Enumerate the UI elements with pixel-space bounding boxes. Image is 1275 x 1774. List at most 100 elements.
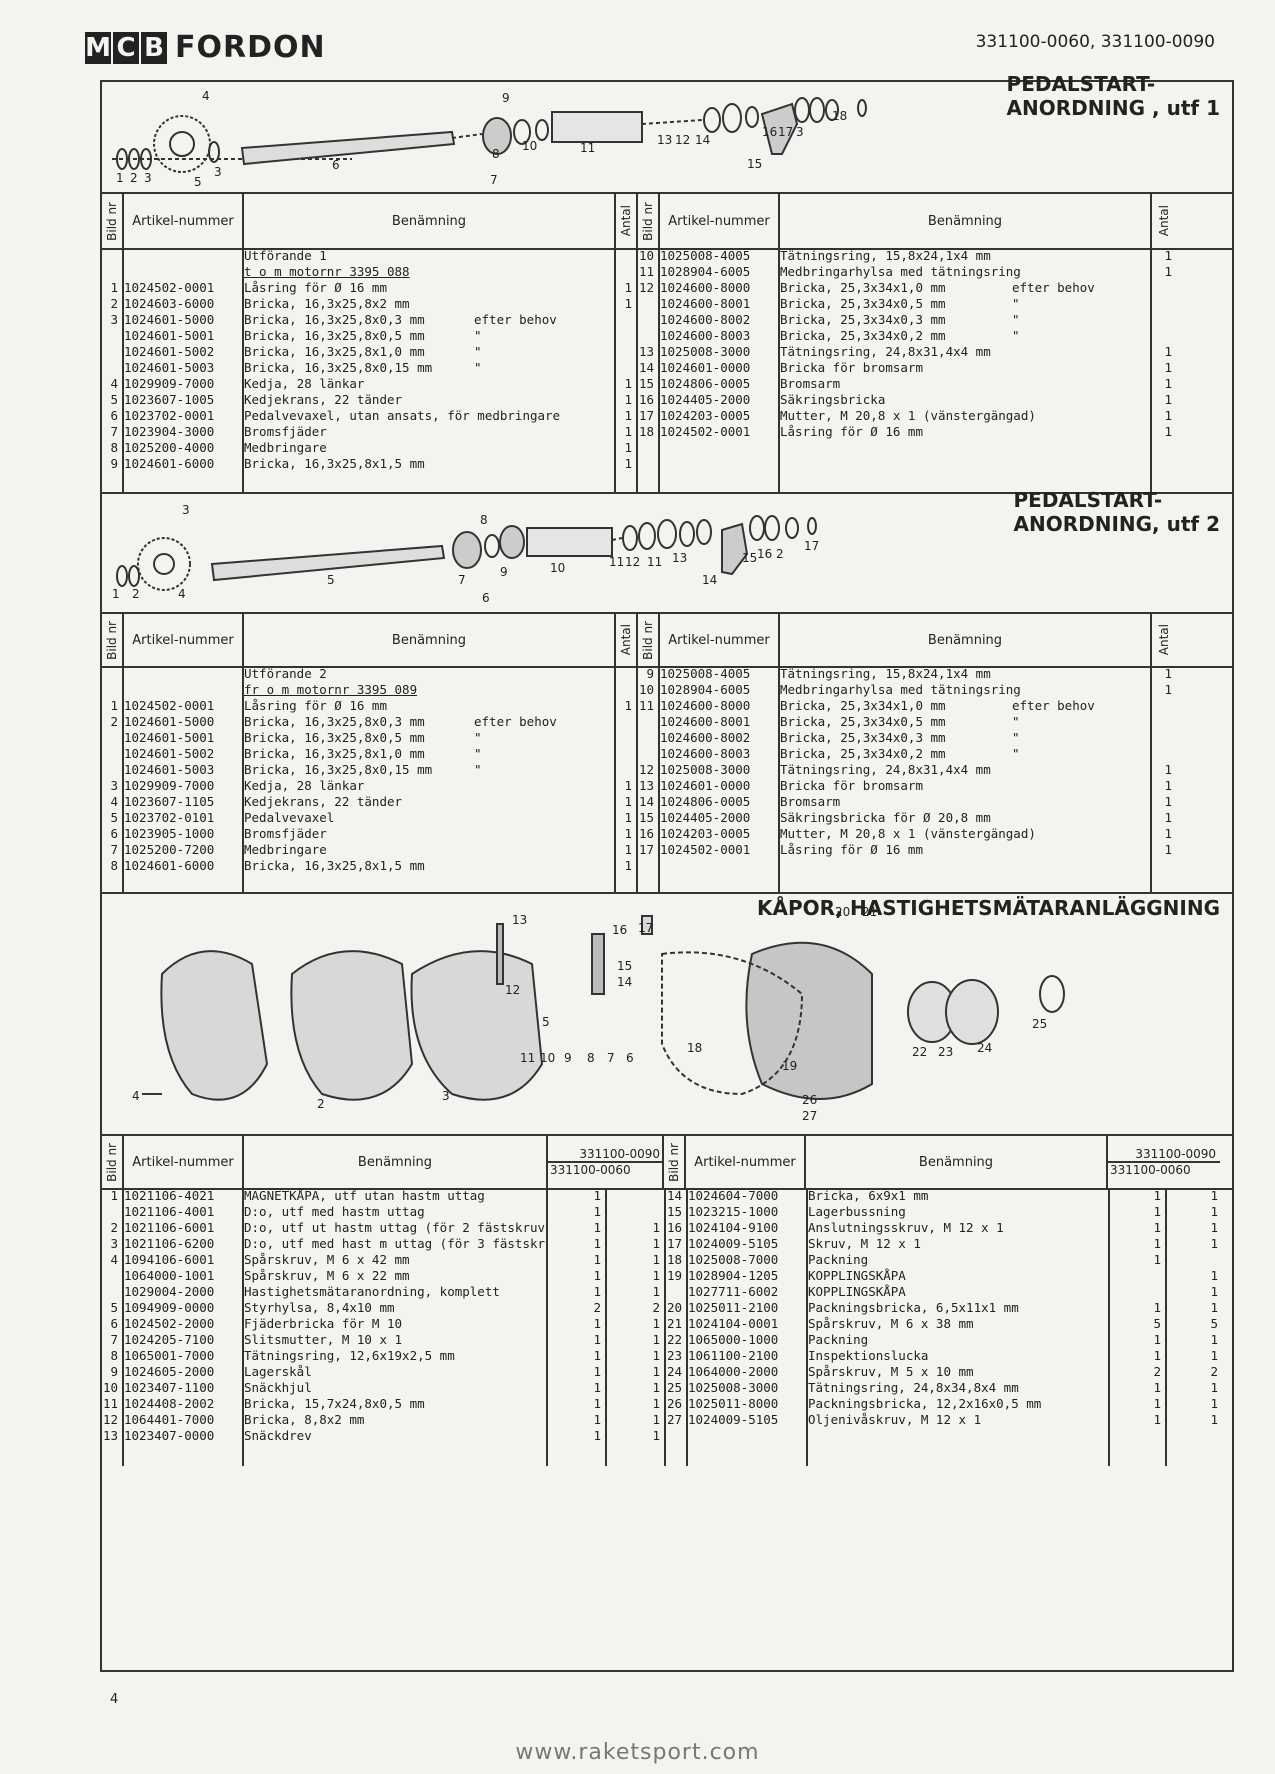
part-name: Pedalvevaxel [244, 810, 335, 825]
quantity-0090: 1 [593, 1348, 601, 1363]
quantity [616, 746, 636, 762]
quantity: 1 [1164, 392, 1172, 407]
article-number: 1024600-8000 [660, 698, 751, 713]
part-name: Slitsmutter, M 10 x 1 [244, 1332, 403, 1347]
item-number: 4 [110, 1252, 118, 1267]
svg-text:6: 6 [332, 158, 340, 172]
quantity-0090: 1 [1153, 1396, 1161, 1411]
svg-text:22: 22 [912, 1045, 927, 1059]
part-name: Bricka, 16,3x25,8x0,5 mm" [244, 328, 482, 343]
article-number: 1024601-0000 [660, 360, 751, 375]
quantity [1152, 714, 1176, 730]
quantity-0090: 1 [1153, 1332, 1161, 1347]
part-name: Styrhylsa, 8,4x10 mm [244, 1300, 395, 1315]
part-name: Bricka för bromsarm [780, 360, 923, 375]
part-name: Medbringarhylsa med tätningsring [780, 682, 1021, 697]
quantity-0090: 1 [1153, 1204, 1161, 1219]
part-name: Bromsarm [780, 794, 841, 809]
svg-text:5: 5 [194, 175, 202, 189]
spacer [102, 682, 122, 698]
part-name: Bricka, 16,3x25,8x0,15 mm" [244, 360, 482, 375]
quantity-0090: 2 [1153, 1364, 1161, 1379]
quantity-0060: 2 [652, 1300, 660, 1315]
item-number: 3 [110, 1236, 118, 1251]
article-number: 1024600-8001 [660, 714, 751, 729]
svg-text:11: 11 [520, 1051, 535, 1065]
item-number: 10 [638, 248, 654, 263]
svg-text:19: 19 [782, 1059, 797, 1073]
part-name: Bricka, 25,3x34x0,3 mm" [780, 730, 1020, 745]
part-name: Bricka, 16,3x25,8x1,0 mm" [244, 746, 482, 761]
svg-text:13: 13 [672, 551, 687, 565]
svg-text:16: 16 [757, 547, 772, 561]
quantity: 1 [624, 456, 632, 471]
item-number: 26 [666, 1396, 682, 1411]
article-number: 1029909-7000 [124, 376, 215, 391]
article-number: 1023702-0101 [124, 810, 215, 825]
item-number: 24 [666, 1364, 682, 1379]
article-number: 1025008-3000 [688, 1380, 779, 1395]
part-name: Bromsfjäder [244, 826, 327, 841]
article-number: 1024405-2000 [660, 810, 751, 825]
section-title-covers: KÅPOR, HASTIGHETSMÄTARANLÄGGNING [757, 896, 1220, 920]
article-number: 1064000-2000 [688, 1364, 779, 1379]
part-name: Tätningsring, 15,8x24,1x4 mm [780, 248, 991, 263]
quantity [1152, 280, 1176, 296]
quantity-0060: 1 [1210, 1396, 1218, 1411]
part-name: Låsring för Ø 16 mm [244, 280, 387, 295]
item-number: 14 [638, 360, 654, 375]
part-name: Inspektionslucka [808, 1348, 929, 1363]
item-number: 19 [666, 1268, 682, 1283]
quantity-0090: 1 [1153, 1380, 1161, 1395]
item-number: 25 [666, 1380, 682, 1395]
part-name: Medbringare [244, 440, 327, 455]
item-number: 9 [110, 456, 118, 471]
quantity [1152, 296, 1176, 312]
svg-text:7: 7 [490, 173, 498, 187]
svg-text:10: 10 [550, 561, 565, 575]
article-number: 1094106-6001 [124, 1252, 215, 1267]
svg-text:6: 6 [626, 1051, 634, 1065]
quantity-0090: 1 [593, 1268, 601, 1283]
svg-text:16: 16 [612, 923, 627, 937]
svg-text:8: 8 [587, 1051, 595, 1065]
item-number: 1 [110, 698, 118, 713]
article-number: 1065000-1000 [688, 1332, 779, 1347]
svg-text:25: 25 [1032, 1017, 1047, 1031]
item-number: 17 [666, 1236, 682, 1251]
article-number: 1025011-2100 [688, 1300, 779, 1315]
part-name: MAGNETKÅPA, utf utan hastm uttag [244, 1188, 485, 1203]
item-number: 4 [110, 376, 118, 391]
quantity: 1 [1164, 810, 1172, 825]
item-number: 12 [638, 280, 654, 295]
article-number: 1024600-8003 [660, 746, 751, 761]
svg-text:11: 11 [580, 141, 595, 155]
part-name: Snäckdrev [244, 1428, 312, 1443]
note: " [1012, 312, 1020, 327]
note: " [474, 344, 482, 359]
quantity: 1 [624, 698, 632, 713]
article-number: 1024408-2002 [124, 1396, 215, 1411]
part-name: Mutter, M 20,8 x 1 (vänstergängad) [780, 826, 1036, 841]
svg-text:16: 16 [762, 125, 777, 139]
item-number: 15 [666, 1204, 682, 1219]
part-name: Tätningsring, 24,8x31,4x4 mm [780, 762, 991, 777]
svg-text:14: 14 [617, 975, 632, 989]
part-name: Bricka för bromsarm [780, 778, 923, 793]
article-number: 1023607-1105 [124, 794, 215, 809]
part-name: Anslutningsskruv, M 12 x 1 [808, 1220, 1004, 1235]
model-article-numbers: 331100-0060, 331100-0090 [975, 32, 1215, 52]
svg-text:5: 5 [542, 1015, 550, 1029]
quantity [616, 714, 636, 730]
item-number: 5 [110, 392, 118, 407]
section-title-utf2: PEDALSTART- ANORDNING, utf 2 [1013, 488, 1221, 536]
part-name: Bricka, 16,3x25,8x2 mm [244, 296, 410, 311]
article-number: 1024502-0001 [124, 698, 215, 713]
quantity: 1 [1164, 778, 1172, 793]
article-number: 1024601-5001 [124, 328, 215, 343]
part-name: Spårskruv, M 6 x 42 mm [244, 1252, 410, 1267]
item-number: 15 [638, 810, 654, 825]
part-name: KOPPLINGSKÅPA [808, 1284, 906, 1299]
part-name: Tätningsring, 12,6x19x2,5 mm [244, 1348, 455, 1363]
